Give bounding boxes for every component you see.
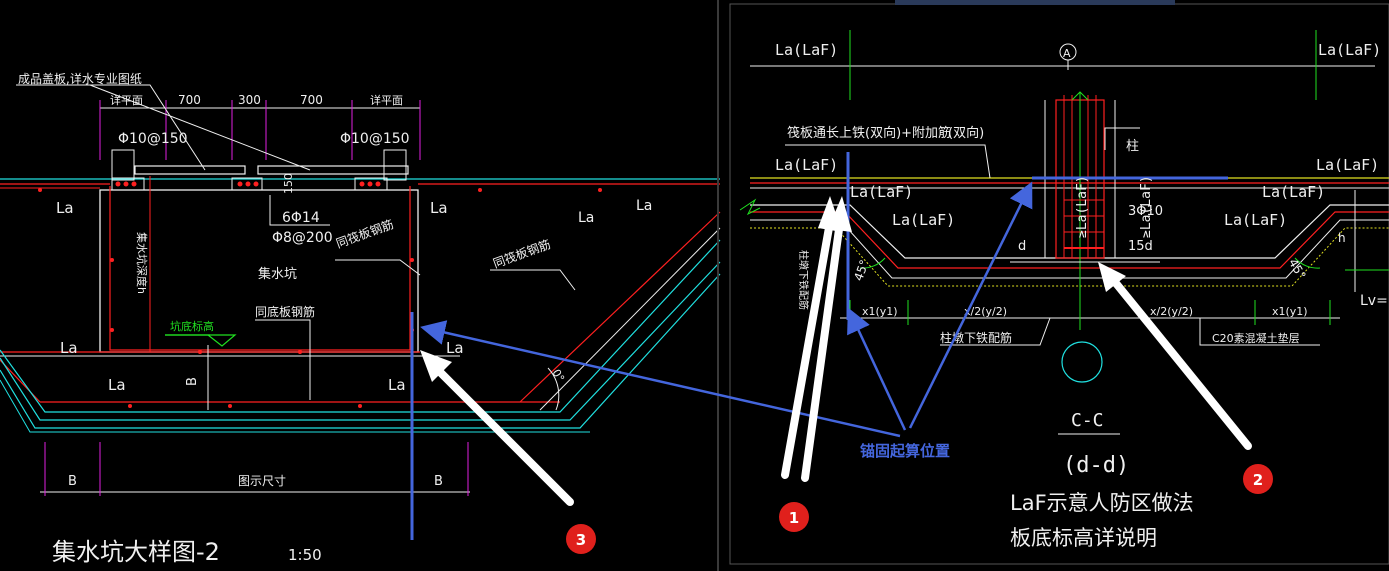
- label-same-slab-rebar: 同筏板钢筋: [334, 216, 396, 251]
- la-laf-top-left: La(LaF): [775, 41, 838, 59]
- anchor-arrow-3: [420, 320, 901, 438]
- note-slab-bottom-elevation: 板底标高详说明: [1010, 526, 1157, 550]
- rebar-3phi10: 3Φ10: [1128, 204, 1163, 219]
- la-vertical-1: ≥La(LaF): [1075, 175, 1090, 238]
- marker-1-label: 1: [789, 509, 799, 527]
- la-laf-right-2: La(LaF): [1316, 156, 1379, 174]
- note-laf-civil-defense: LaF示意人防区做法: [1010, 491, 1194, 515]
- dim-15d: 15d: [1128, 239, 1153, 254]
- dim-d-left: d: [1018, 239, 1026, 254]
- dim-x1y1-left: x1(y1): [862, 305, 898, 318]
- note-raft-top-suffix: (双向): [948, 125, 984, 141]
- dim-detail-plan-left: 详平面: [110, 93, 143, 107]
- marker-2-label: 2: [1253, 471, 1263, 489]
- section-cc: C-C: [1071, 410, 1104, 431]
- label-same-bottom-rebar: 同底板钢筋: [255, 304, 315, 319]
- la-slope-1: La: [578, 210, 594, 226]
- rebar-6phi14: 6Φ14: [282, 210, 320, 226]
- dim-x2y2-left: x/2(y/2): [964, 305, 1007, 318]
- dim-b-left: B: [68, 474, 77, 489]
- la-top-right: La: [430, 199, 448, 217]
- la-laf-right-4: La(LaF): [1224, 211, 1287, 229]
- anchor-start-label: 锚固起算位置: [860, 442, 950, 460]
- label-column-bottom-rebar: 柱墩下铁配筋: [940, 330, 1012, 345]
- dim-h: h: [1338, 231, 1346, 245]
- dim-150: 150: [282, 173, 295, 194]
- section-dd: (d-d): [1063, 453, 1129, 478]
- marker-3: 3: [566, 524, 596, 554]
- left-panel-sump-pit-detail: 成品盖板,详水专业图纸 详平面 700 300 700 详平面 Φ10@150 …: [0, 0, 721, 571]
- la-low-left: La: [108, 376, 126, 394]
- angle-mark: 0°: [549, 367, 567, 384]
- marker-2: 2: [1243, 464, 1273, 494]
- la-slope-2: La: [636, 198, 652, 214]
- dim-700-right: 700: [300, 93, 323, 107]
- label-pit-depth: 集水坑深度h: [135, 232, 149, 294]
- la-laf-left-2: La(LaF): [775, 156, 838, 174]
- dim-700-left: 700: [178, 93, 201, 107]
- dim-x1y1-right: x1(y1): [1272, 305, 1308, 318]
- label-pit: 集水坑: [258, 266, 297, 282]
- la-laf-center-2: La(LaF): [892, 211, 955, 229]
- la-laf-right-3: La(LaF): [1262, 183, 1325, 201]
- white-arrow-marker-2: [1098, 262, 1252, 450]
- annotation-overlay: 锚固起算位置 1 2 3: [420, 181, 1273, 554]
- la-laf-center-1: La(LaF): [850, 183, 913, 201]
- rebar-phi10-left: Φ10@150: [118, 131, 188, 147]
- dim-b-right: B: [434, 474, 443, 489]
- la-mid-left: La: [60, 339, 78, 357]
- marker-1: 1: [779, 502, 809, 532]
- dim-300: 300: [238, 93, 261, 107]
- dim-shown-size: 图示尺寸: [238, 474, 286, 488]
- label-lv: Lv=: [1360, 293, 1388, 309]
- label-c20-concrete: C20素混凝土垫层: [1212, 331, 1300, 345]
- rebar-phi8: Φ8@200: [272, 230, 333, 246]
- cover-plate-note: 成品盖板,详水专业图纸: [18, 71, 142, 86]
- drawing-title: 集水坑大样图-2: [52, 538, 220, 566]
- anchor-arrow-2: [908, 181, 1033, 429]
- white-arrow-marker-1: [781, 196, 852, 482]
- white-arrow-marker-3: [420, 350, 574, 506]
- right-panel-column-pier-detail: La(LaF) A La(LaF) 筏板通长上铁(双向)+附加筋 (双向) 柱 …: [729, 0, 1389, 565]
- la-mid-right: La: [446, 339, 464, 357]
- note-raft-top-rebar: 筏板通长上铁(双向)+附加筋: [787, 125, 951, 141]
- rebar-phi10-right: Φ10@150: [340, 131, 410, 147]
- la-laf-top-right: La(LaF): [1318, 41, 1381, 59]
- dim-detail-plan-right: 详平面: [370, 93, 403, 107]
- la-top-left: La: [56, 199, 74, 217]
- marker-3-label: 3: [576, 531, 586, 549]
- anchor-arrow-1: [847, 307, 907, 431]
- label-same-raft-rebar: 同筏板钢筋: [491, 236, 553, 271]
- drawing-scale: 1:50: [288, 546, 322, 564]
- label-column: 柱: [1126, 139, 1139, 154]
- la-low-right: La: [388, 376, 406, 394]
- axis-a-label: A: [1063, 47, 1071, 60]
- dim-b-vertical: B: [185, 377, 200, 386]
- angle-45-left: 45°: [851, 258, 871, 283]
- label-pit-bottom-elev: 坑底标高: [170, 319, 214, 333]
- label-vertical-rebar: 柱墩下铁配筋: [797, 250, 810, 310]
- la-vertical-2: ≥La(LaF): [1139, 175, 1154, 238]
- dim-x2y2-right: x/2(y/2): [1150, 305, 1193, 318]
